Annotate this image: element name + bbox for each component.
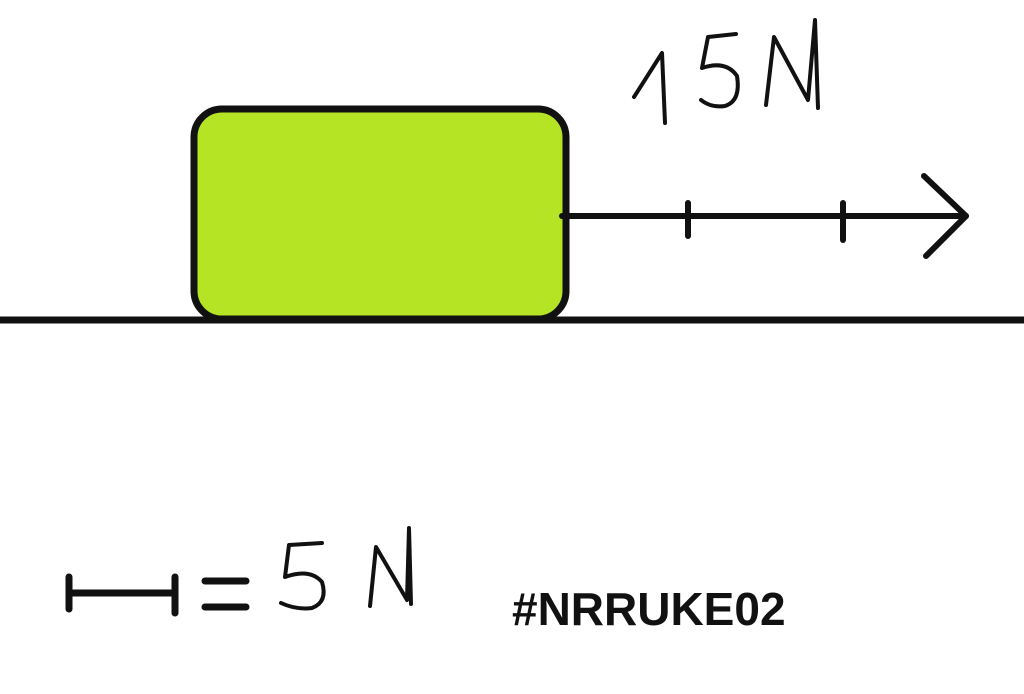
scale-value-digit-5 [279,541,326,611]
block [190,105,570,323]
scale-legend [65,526,413,617]
force-label-digit-5 [699,32,740,109]
scale-equals-sign [201,577,250,611]
force-label [632,18,820,125]
force-arrow [559,173,969,259]
scale-unit-n [368,526,413,608]
scale-bar [65,573,179,617]
tag-label: #NRRUKE02 [512,583,786,635]
force-arrow-head [921,173,969,259]
force-label-unit-n [764,18,820,110]
force-label-digit-1 [632,51,667,125]
